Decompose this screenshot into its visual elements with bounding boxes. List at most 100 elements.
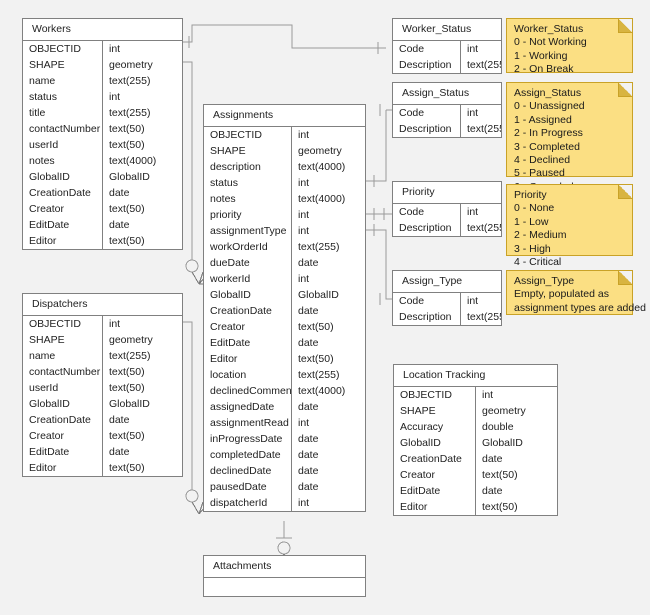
- field-name: CreationDate: [204, 303, 292, 319]
- note-title: Worker_Status: [514, 23, 584, 35]
- field-type: int: [298, 273, 310, 285]
- field-type: text(50): [109, 462, 145, 474]
- field-name: pausedDate: [204, 479, 292, 495]
- note-line: 1 - Assigned: [514, 113, 572, 126]
- field-name: location: [204, 367, 292, 383]
- table-worker-status[interactable]: Worker_Status CodeintDescriptiontext(255…: [392, 18, 502, 74]
- field-name: dispatcherId: [204, 495, 292, 511]
- table-title-assign-type: Assign_Type: [393, 271, 501, 293]
- field-type: GlobalID: [298, 289, 339, 301]
- field-name: contactNumber: [23, 121, 103, 137]
- field-type: text(50): [298, 321, 334, 333]
- field-type: text(255): [467, 311, 501, 323]
- field-name: EditDate: [204, 335, 292, 351]
- table-title-attachments: Attachments: [204, 556, 365, 578]
- field-name: CreationDate: [23, 185, 103, 201]
- field-name: name: [23, 73, 103, 89]
- note-line: 0 - Not Working: [514, 36, 587, 49]
- note-line: 0 - Unassigned: [514, 100, 585, 113]
- field-name: Description: [393, 121, 461, 137]
- note-fold-icon: [618, 19, 632, 33]
- field-type: int: [298, 417, 310, 429]
- field-name: status: [23, 89, 103, 105]
- note-line: 1 - Working: [514, 49, 568, 62]
- field-type: geometry: [298, 145, 342, 157]
- field-name: assignmentType: [204, 223, 292, 239]
- field-type: date: [298, 481, 319, 493]
- field-name: CreationDate: [394, 451, 476, 467]
- table-title-priority: Priority: [393, 182, 501, 204]
- field-type: text(255): [298, 369, 340, 381]
- field-type: int: [467, 206, 479, 218]
- field-type: date: [109, 187, 130, 199]
- field-name: Editor: [23, 233, 103, 249]
- field-type: int: [298, 209, 310, 221]
- note-line: 4 - Critical: [514, 256, 562, 269]
- field-name: name: [23, 348, 103, 364]
- field-type: GlobalID: [109, 398, 150, 410]
- wire-assign-type: [366, 229, 392, 300]
- field-name: Creator: [394, 467, 476, 483]
- field-name: Creator: [23, 428, 103, 444]
- field-type: text(4000): [298, 193, 346, 205]
- note-line: 2 - In Progress: [514, 127, 583, 140]
- field-name: Accuracy: [394, 419, 476, 435]
- field-type: date: [482, 453, 503, 465]
- table-assign-status[interactable]: Assign_Status CodeintDescriptiontext(255…: [392, 82, 502, 138]
- field-name: Creator: [204, 319, 292, 335]
- field-type: int: [298, 129, 310, 141]
- field-name: contactNumber: [23, 364, 103, 380]
- field-name: GlobalID: [23, 169, 103, 185]
- table-attachments[interactable]: Attachments: [203, 555, 366, 597]
- note-line: 2 - Medium: [514, 229, 567, 242]
- field-name: SHAPE: [204, 143, 292, 159]
- field-type: int: [467, 295, 479, 307]
- field-type: text(50): [482, 501, 518, 513]
- table-row: Accuracy double: [394, 419, 557, 435]
- field-type: date: [109, 414, 130, 426]
- table-row: [204, 578, 365, 596]
- table-row: CreationDate date: [23, 185, 182, 201]
- field-name: SHAPE: [23, 332, 103, 348]
- note-fold-icon: [618, 83, 632, 97]
- field-name: OBJECTID: [204, 127, 292, 143]
- field-type: double: [482, 421, 514, 433]
- field-type: int: [467, 107, 479, 119]
- field-name: EditDate: [23, 444, 103, 460]
- field-name: assignmentRead: [204, 415, 292, 431]
- field-type: date: [298, 465, 319, 477]
